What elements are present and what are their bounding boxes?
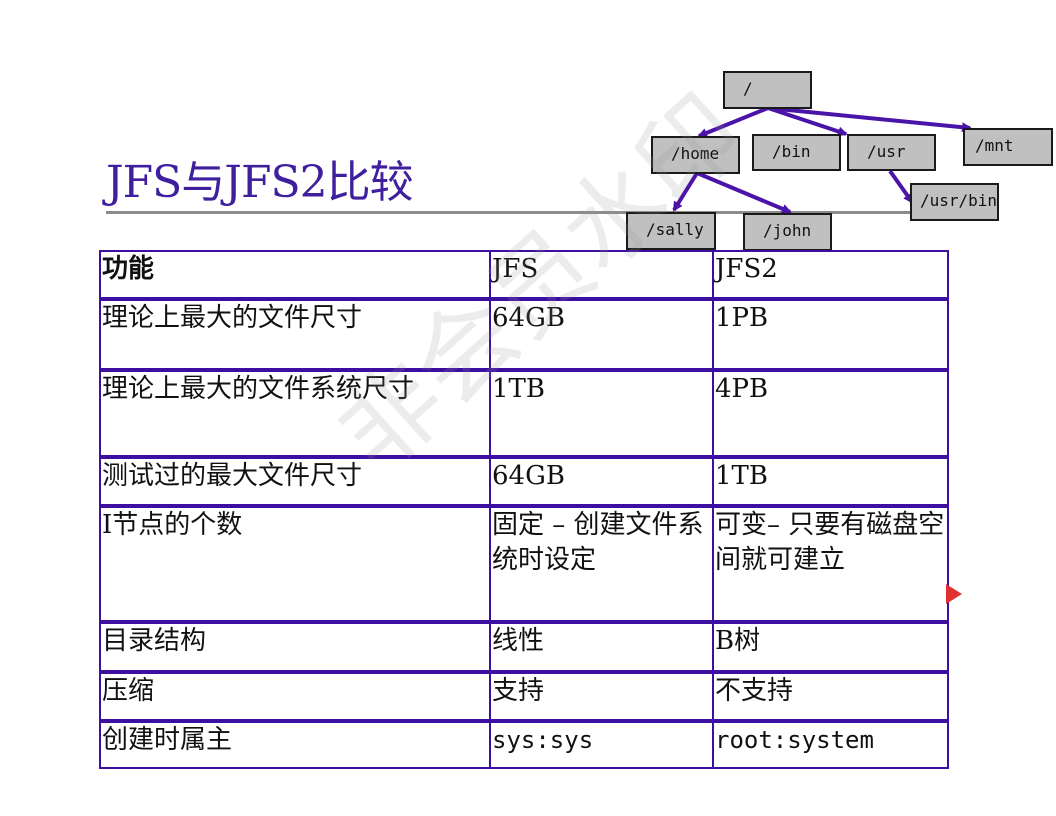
- tree-node-usr: /usr: [847, 134, 936, 171]
- arrow-root-home: [697, 106, 769, 138]
- tree-node-root: /: [723, 71, 812, 109]
- tree-node-bin: /bin: [752, 134, 841, 171]
- table-row: 理论上最大的文件尺寸 64GB 1PB: [99, 297, 949, 371]
- arrow-home-sally: [672, 171, 699, 212]
- tree-node-john: /john: [743, 213, 832, 251]
- arrow-usr-usrbin: [888, 169, 914, 204]
- tree-node-sally: /sally: [626, 212, 716, 250]
- cell-jfs: 固定 – 创建文件系统时设定: [489, 504, 714, 623]
- cell-jfs: 64GB: [489, 455, 714, 507]
- table-row: 理论上最大的文件系统尺寸 1TB 4PB: [99, 368, 949, 458]
- header-jfs2: JFS2: [712, 250, 949, 300]
- arrow-home-john: [696, 171, 792, 214]
- tree-node-mnt: /mnt: [963, 128, 1053, 166]
- cell-feature: 理论上最大的文件尺寸: [99, 297, 491, 371]
- table-row: I节点的个数 固定 – 创建文件系统时设定 可变– 只要有磁盘空间就可建立: [99, 504, 949, 623]
- comparison-table: 功能 JFS JFS2 理论上最大的文件尺寸 64GB 1PB 理论上最大的文件…: [99, 250, 949, 769]
- arrow-root-mnt: [767, 106, 972, 133]
- cell-feature: 理论上最大的文件系统尺寸: [99, 368, 491, 458]
- header-feature: 功能: [99, 250, 491, 300]
- cell-jfs2: 不支持: [712, 670, 949, 722]
- cell-jfs2: B树: [712, 620, 949, 673]
- tree-node-usr-bin: /usr/bin: [910, 183, 999, 221]
- cell-feature: 目录结构: [99, 620, 491, 673]
- header-jfs: JFS: [489, 250, 714, 300]
- arrow-root-usr: [767, 106, 848, 137]
- cell-feature: 压缩: [99, 670, 491, 722]
- table-row: 目录结构 线性 B树: [99, 620, 949, 673]
- table-row: 创建时属主 sys:sys root:system: [99, 719, 949, 769]
- cell-feature: 测试过的最大文件尺寸: [99, 455, 491, 507]
- cell-jfs: 1TB: [489, 368, 714, 458]
- cell-jfs2: 4PB: [712, 368, 949, 458]
- cell-jfs: 支持: [489, 670, 714, 722]
- tree-node-home: /home: [651, 136, 740, 174]
- table-row: 压缩 支持 不支持: [99, 670, 949, 722]
- cell-jfs: 线性: [489, 620, 714, 673]
- cell-jfs2: 1TB: [712, 455, 949, 507]
- slide-title: JFS与JFS2比较: [106, 157, 414, 208]
- cell-feature: I节点的个数: [99, 504, 491, 623]
- cell-jfs2: root:system: [712, 719, 949, 769]
- table-header-row: 功能 JFS JFS2: [99, 250, 949, 300]
- cell-jfs: 64GB: [489, 297, 714, 371]
- cell-jfs2: 1PB: [712, 297, 949, 371]
- cell-feature: 创建时属主: [99, 719, 491, 769]
- title-underline: [106, 211, 998, 214]
- table-row: 测试过的最大文件尺寸 64GB 1TB: [99, 455, 949, 507]
- cell-jfs: sys:sys: [489, 719, 714, 769]
- red-pointer-mark: [946, 584, 962, 604]
- directory-tree-arrows: [672, 106, 972, 214]
- cell-jfs2: 可变– 只要有磁盘空间就可建立: [712, 504, 949, 623]
